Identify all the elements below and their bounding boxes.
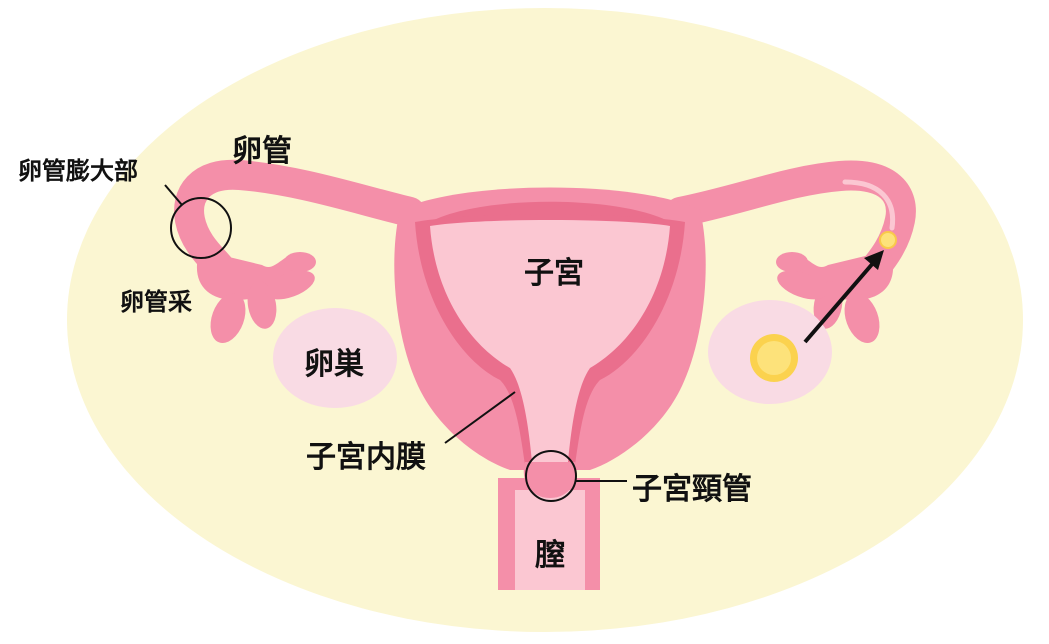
label-ovary: 卵巣 xyxy=(304,347,364,382)
ampulla-leader xyxy=(164,184,183,206)
cervix-circle xyxy=(525,450,577,502)
label-vagina: 膣 xyxy=(535,538,565,573)
right-fimbriae xyxy=(776,250,894,344)
left-fallopian-tube xyxy=(174,159,425,285)
uterine-cavity xyxy=(430,220,670,462)
left-fimbriae xyxy=(196,250,316,344)
label-endometrium: 子宮内膜 xyxy=(306,440,426,475)
vagina-lumen xyxy=(515,490,585,590)
cervix xyxy=(523,462,577,498)
ampulla-circle xyxy=(170,197,232,259)
endometrium-leader xyxy=(444,391,516,444)
label-uterus: 子宮 xyxy=(524,256,584,291)
left-ovary xyxy=(273,308,397,408)
ovulation-arrow xyxy=(803,260,876,344)
follicle-inner xyxy=(757,341,791,375)
label-oviduct: 卵管 xyxy=(232,134,292,169)
label-ampulla: 卵管膨大部 xyxy=(18,157,138,185)
ovulation-arrow-head xyxy=(864,250,884,270)
label-fimbria: 卵管采 xyxy=(120,288,192,316)
right-tube-highlight xyxy=(842,179,896,231)
egg-in-tube xyxy=(879,231,897,249)
label-cervical-canal: 子宮頸管 xyxy=(632,472,752,507)
